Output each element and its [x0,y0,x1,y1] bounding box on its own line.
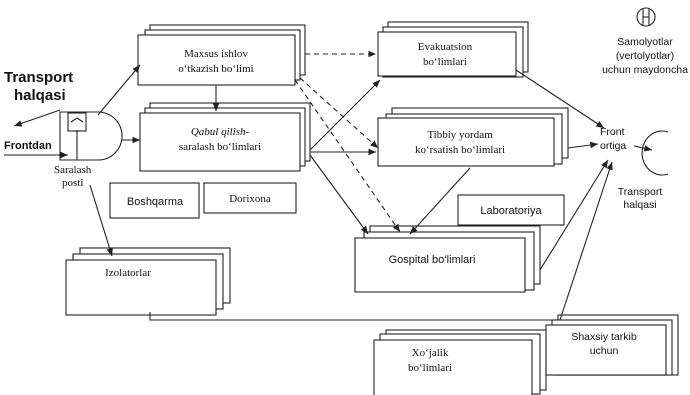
evakuatsion-box [377,31,517,77]
transport-right-label-2: halqasi [623,199,656,211]
izolatorlar-label: Izolatorlar [105,267,151,279]
tibbiy-box [377,117,555,167]
xojalik-label-2: bo‘limlari [408,362,452,374]
arrow-front-to-transport [633,145,653,152]
maxsus-box [137,34,296,86]
frontdan-label: Frontdan [4,140,52,152]
arrow-izolatorlar-to-front [149,161,613,321]
helipad-label-1: Samolyotlar [617,36,673,48]
arrow-qabul-to-evakuatsion [309,79,381,151]
arrow-gospital-to-front [539,159,609,271]
helipad: Samolyotlar (vertolyotlar) uchun maydonc… [602,7,688,76]
sorting-post-label-1: Saralash [54,164,92,176]
shaxsiy-box-stack: Shaxsiy tarkib uchun [545,314,679,376]
maxsus-label-2: o‘tkazish bo‘limi [178,63,253,75]
arrow-maxsus-to-tibbiy [299,77,379,149]
shaxsiy-label-1: Shaxsiy tarkib [571,331,637,343]
laboratoriya-label: Laboratoriya [480,205,542,217]
sorting-post-marker-box [67,112,87,132]
transport-left-arrow [13,109,61,127]
front-ortiga: Front ortiga Transport halqasi [600,126,669,211]
gospital-box [354,237,526,293]
shaxsiy-box [545,324,667,376]
gospital-box-stack: Gospital bo‘limlari [354,225,541,293]
xojalik-box-stack: Xo‘jalik bo‘limlari [373,329,547,395]
dorixona-box: Dorixona [203,182,297,214]
xojalik-label-1: Xo‘jalik [412,347,449,359]
arrow-qabul-to-gospital [309,154,369,235]
izolatorlar-box-stack: Izolatorlar [65,247,231,316]
sorting-post-marker-icon [70,117,84,123]
helipad-icon [636,7,656,27]
tibbiy-label-1: Tibbiy yordam [427,129,493,141]
helipad-label-3: uchun maydoncha [602,64,688,76]
front-ortiga-label-1: Front [600,126,625,138]
arrow-evakuatsion-to-front [515,69,605,129]
qabul-box-stack: Qabul qilish- saralash bo‘limlari [139,102,311,172]
transport-left-label-1: Transport [4,69,73,86]
connectors [89,50,653,321]
qabul-label-2: saralash bo‘limlari [179,141,261,153]
qabul-box [139,112,301,172]
sorting-post-label-2: posti [62,177,83,189]
xojalik-box [373,339,533,395]
transport-loop-right [641,130,669,176]
arrow-post-to-maxsus [97,64,141,116]
arrow-tibbiy-to-gospital [409,167,471,235]
arrow-tibbiy-to-front [567,141,599,149]
transport-loop-left: Transport halqasi [4,69,73,127]
maxsus-box-stack: Maxsus ishlov o‘tkazish bo‘limi [137,24,306,86]
arrow-post-to-izolatorlar [89,184,113,257]
transport-left-label-2: halqasi [14,87,66,104]
dorixona-label: Dorixona [229,193,271,205]
arrow-maxsus-to-gospital [294,79,401,233]
sorting-post: Saralash posti [54,111,123,189]
evakuatsion-box-stack: Evakuatsion bo‘limlari [377,21,529,78]
transport-right-label-1: Transport [618,186,663,198]
evakuatsion-label-1: Evakuatsion [418,41,473,53]
boshqarma-label: Boshqarma [127,196,184,208]
shaxsiy-label-2: uchun [590,345,619,357]
tibbiy-box-stack: Tibbiy yordam ko‘rsatish bo‘limlari [377,107,569,167]
tibbiy-label-2: ko‘rsatish bo‘limlari [415,144,505,156]
helipad-label-2: (vertolyotlar) [616,50,674,62]
qabul-label-1: Qabul qilish- [191,126,250,138]
frontdan-input: Frontdan [4,140,68,159]
gospital-label: Gospital bo‘limlari [389,254,476,266]
front-ortiga-label-2: ortiga [600,140,626,152]
laboratoriya-box: Laboratoriya [457,194,565,226]
sorting-post-outline [59,111,123,161]
boshqarma-box: Boshqarma [109,182,200,219]
izolatorlar-box [65,259,217,316]
maxsus-label-1: Maxsus ishlov [184,48,248,60]
evakuatsion-label-2: bo‘limlari [423,56,467,68]
